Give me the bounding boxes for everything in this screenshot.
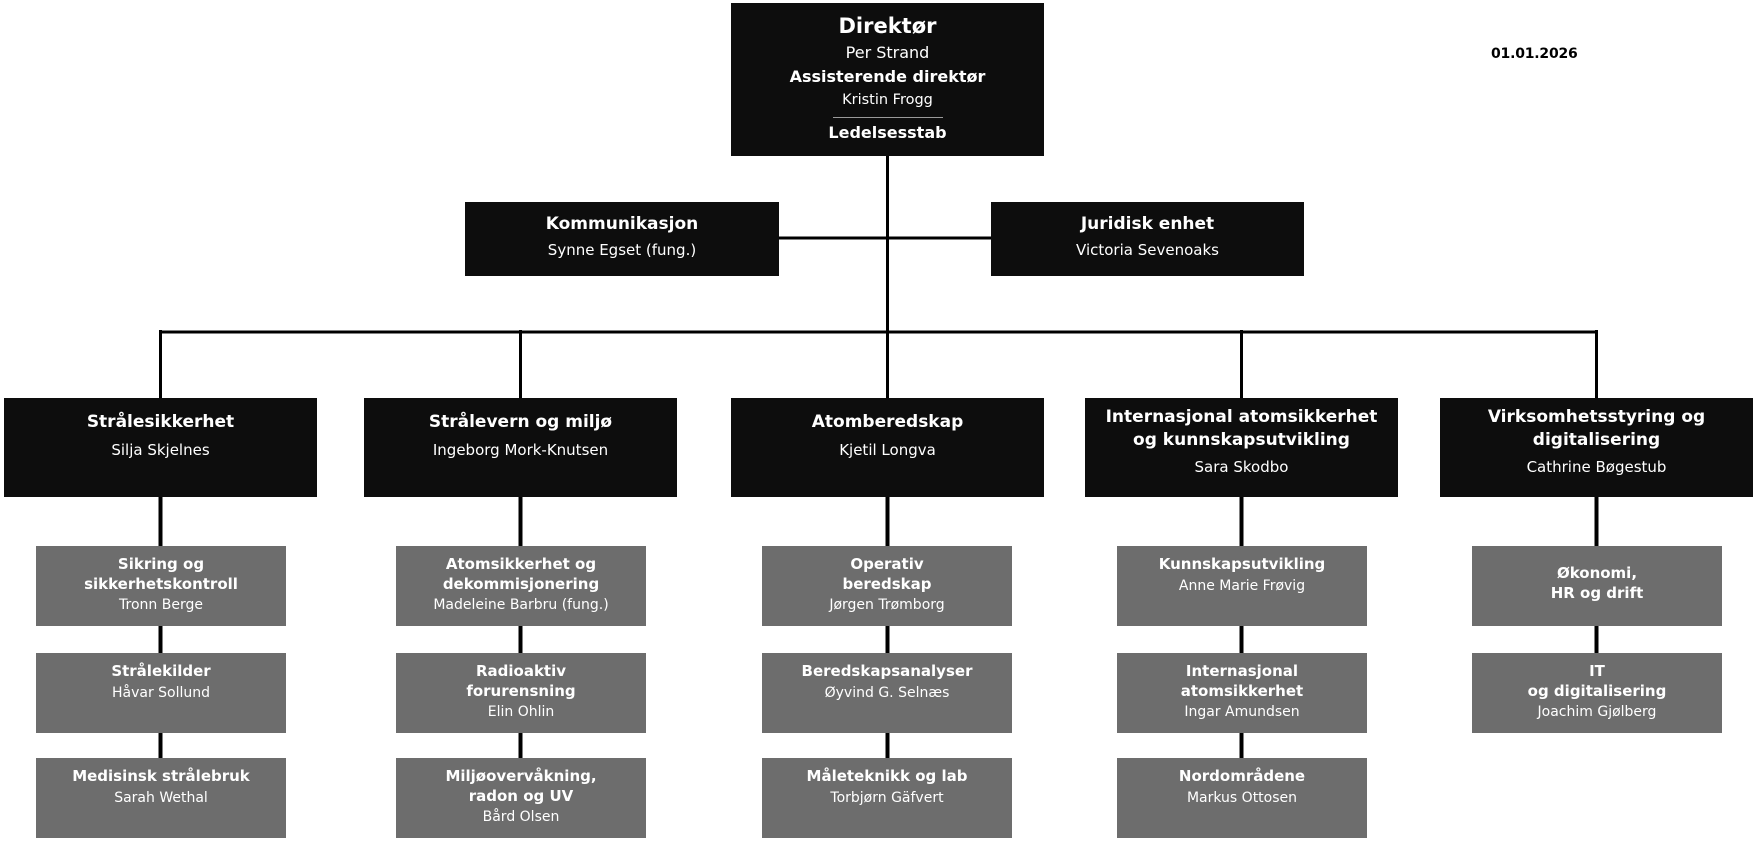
department-title: Atomberedskap — [811, 412, 964, 432]
staff-unit-box-juridisk-enhet: Juridisk enhet Victoria Sevenoaks — [991, 202, 1304, 276]
department-title: Strålevern og miljø — [428, 412, 613, 432]
department-leader: Silja Skjelnes — [111, 440, 210, 459]
staff-unit-title: Kommunikasjon — [545, 214, 699, 234]
department-box-stralesikkerhet: Strålesikkerhet Silja Skjelnes — [4, 398, 317, 497]
department-leader: Kjetil Longva — [839, 440, 936, 459]
section-title: Sikring og sikkerhetskontroll — [84, 555, 238, 593]
section-leader: Ingar Amundsen — [1184, 704, 1300, 720]
section-title: Økonomi, HR og drift — [1550, 564, 1644, 602]
date-label: 01.01.2026 — [1491, 46, 1578, 62]
section-title: Radioaktiv forurensning — [466, 662, 576, 700]
section-leader: Sarah Wethal — [114, 789, 208, 806]
section-box-internasjonal-atomsikkerhet: Internasjonal atomsikkerhet Ingar Amunds… — [1117, 653, 1367, 733]
staff-unit-box-kommunikasjon: Kommunikasjon Synne Egset (fung.) — [465, 202, 779, 276]
section-box-stralekilder: Strålekilder Håvar Sollund — [36, 653, 286, 733]
assistant-director-name: Kristin Frogg — [842, 92, 933, 108]
section-box-nordomradene: Nordområdene Markus Ottosen — [1117, 758, 1367, 838]
section-box-medisinsk-stralebruk: Medisinsk strålebruk Sarah Wethal — [36, 758, 286, 838]
staff-unit-leader: Victoria Sevenoaks — [1076, 241, 1219, 259]
department-title: Strålesikkerhet — [86, 412, 235, 432]
section-leader: Markus Ottosen — [1186, 789, 1298, 806]
department-box-atomberedskap: Atomberedskap Kjetil Longva — [731, 398, 1044, 497]
section-leader: Jørgen Trømborg — [829, 597, 945, 613]
section-leader: Anne Marie Frøvig — [1178, 577, 1306, 594]
department-leader: Ingeborg Mork-Knutsen — [432, 440, 609, 459]
section-box-miljoovervakning-radon-uv: Miljøovervåkning, radon og UV Bård Olsen — [396, 758, 646, 838]
director-box-divider — [832, 117, 943, 118]
department-leader: Cathrine Bøgestub — [1526, 458, 1667, 476]
section-box-atomsikkerhet-og-dekommisjonering: Atomsikkerhet og dekommisjonering Madele… — [396, 546, 646, 626]
section-leader: Bård Olsen — [482, 809, 560, 825]
department-box-stralevern-og-miljo: Strålevern og miljø Ingeborg Mork-Knutse… — [364, 398, 677, 497]
department-box-virksomhetsstyring: Virksomhetsstyring og digitalisering Cat… — [1440, 398, 1753, 497]
section-title: Strålekilder — [111, 662, 211, 680]
section-box-operativ-beredskap: Operativ beredskap Jørgen Trømborg — [762, 546, 1012, 626]
department-box-internasjonal-atomsikkerhet: Internasjonal atomsikkerhet og kunnskaps… — [1085, 398, 1398, 497]
section-title: Nordområdene — [1178, 767, 1306, 785]
staff-unit-title: Juridisk enhet — [1080, 214, 1215, 234]
section-title: Internasjonal atomsikkerhet — [1180, 662, 1304, 700]
section-box-it-og-digitalisering: IT og digitalisering Joachim Gjølberg — [1472, 653, 1722, 733]
assistant-director-title: Assisterende direktør — [789, 67, 986, 86]
section-box-sikring-og-sikkerhetskontroll: Sikring og sikkerhetskontroll Tronn Berg… — [36, 546, 286, 626]
section-title: Måleteknikk og lab — [806, 767, 968, 785]
director-box: Direktør Per Strand Assisterende direktø… — [731, 3, 1044, 156]
director-name: Per Strand — [845, 43, 930, 62]
section-title: Kunnskapsutvikling — [1158, 555, 1326, 573]
section-title: Beredskapsanalyser — [801, 662, 973, 680]
section-title: Medisinsk strålebruk — [72, 767, 250, 785]
section-title: Miljøovervåkning, radon og UV — [445, 767, 597, 805]
section-leader: Torbjørn Gäfvert — [830, 789, 944, 806]
leadership-staff-label: Ledelsesstab — [828, 123, 947, 142]
section-box-kunnskapsutvikling: Kunnskapsutvikling Anne Marie Frøvig — [1117, 546, 1367, 626]
section-box-beredskapsanalyser: Beredskapsanalyser Øyvind G. Selnæs — [762, 653, 1012, 733]
section-leader: Tronn Berge — [119, 597, 203, 613]
section-leader: Elin Ohlin — [487, 704, 555, 720]
director-title: Direktør — [838, 14, 937, 38]
section-box-radioaktiv-forurensning: Radioaktiv forurensning Elin Ohlin — [396, 653, 646, 733]
department-leader: Sara Skodbo — [1194, 458, 1289, 476]
staff-unit-leader: Synne Egset (fung.) — [547, 241, 697, 259]
section-leader: Madeleine Barbru (fung.) — [433, 597, 609, 613]
section-leader: Håvar Sollund — [111, 684, 211, 701]
section-title: IT og digitalisering — [1527, 662, 1667, 700]
section-leader: Øyvind G. Selnæs — [824, 684, 950, 701]
section-box-maleteknikk-og-lab: Måleteknikk og lab Torbjørn Gäfvert — [762, 758, 1012, 838]
department-title: Virksomhetsstyring og digitalisering — [1487, 407, 1706, 450]
section-leader: Joachim Gjølberg — [1537, 704, 1657, 720]
section-box-okonomi-hr-og-drift: Økonomi, HR og drift — [1472, 546, 1722, 626]
section-title: Atomsikkerhet og dekommisjonering — [442, 555, 600, 593]
department-title: Internasjonal atomsikkerhet og kunnskaps… — [1105, 407, 1378, 450]
section-title: Operativ beredskap — [842, 555, 932, 593]
